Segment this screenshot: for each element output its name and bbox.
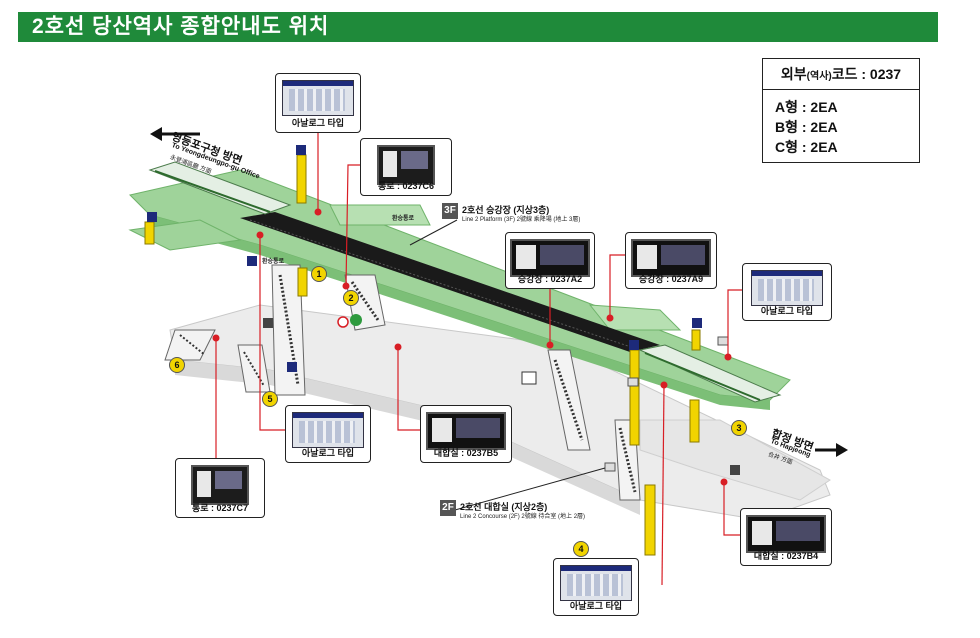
track-rail <box>249 219 641 351</box>
callout-passage-c7: 통로 : 0237C7 <box>175 458 265 518</box>
elevator-icon <box>247 256 257 266</box>
code-header-suffix: 코드 : 0237 <box>831 66 902 82</box>
exit-5-badge: 5 <box>262 391 278 407</box>
title-bar: 2호선 당산역사 종합안내도 위치 <box>18 12 938 42</box>
wide-screen-icon <box>746 515 826 553</box>
pillar <box>689 399 700 443</box>
info-icon <box>350 314 362 326</box>
kiosk-screen-icon <box>191 465 249 505</box>
floor-3f-tag: 3F <box>442 203 458 219</box>
elevator-icon <box>296 145 306 155</box>
analog-board-icon <box>282 80 354 116</box>
elevator-icon <box>287 362 297 372</box>
callout-concourse-b5: 대합실 : 0237B5 <box>420 405 512 463</box>
stairs-mid <box>547 349 591 451</box>
pillar <box>297 267 308 297</box>
exit-3-badge: 3 <box>731 420 747 436</box>
platform-wing-left <box>128 219 242 251</box>
leader-lines <box>215 133 742 586</box>
exit-4-badge: 4 <box>573 541 589 557</box>
bike-icon <box>717 336 729 346</box>
code-summary-box: 외부(역사)코드 : 0237 A형 : 2EA B형 : 2EA C형 : 2… <box>762 58 920 163</box>
platform-wing-mid <box>588 304 682 331</box>
code-header-paren: (역사) <box>806 71 832 82</box>
floor-2f-sub: Line 2 Concourse (2F) 2號線 待合室 (地上 2層) <box>460 514 586 520</box>
callout-passage-c6: 통로 : 0237C6 <box>360 138 452 196</box>
floor-2f-tag: 2F <box>440 500 456 516</box>
floor-2f-name: 2호선 대합실 (지상2층) <box>460 502 548 512</box>
analog-board-icon <box>751 270 823 306</box>
concourse-side <box>175 360 640 515</box>
page-title: 2호선 당산역사 종합안내도 위치 <box>32 15 330 38</box>
callout-label: 통로 : 0237C6 <box>377 181 435 191</box>
code-summary-header: 외부(역사)코드 : 0237 <box>763 59 919 90</box>
stairs-exit6 <box>164 329 216 361</box>
callout-label: 아날로그 타입 <box>569 601 623 611</box>
transfer-label: 환승통로 <box>262 259 285 265</box>
wide-screen-icon <box>631 239 711 277</box>
bike-icon <box>604 462 616 472</box>
concourse-wing-right <box>639 419 831 501</box>
exit-sign-icon <box>263 318 273 328</box>
platform-edge <box>150 215 770 410</box>
callout-analog-top: 아날로그 타입 <box>275 73 361 133</box>
code-header-prefix: 외부 <box>780 66 807 82</box>
callout-platform-a2: 승강장 : 0237A2 <box>505 232 595 289</box>
callout-analog-right: 아날로그 타입 <box>742 263 832 321</box>
exit-2-badge: 2 <box>343 290 359 306</box>
arrow-left-icon <box>150 127 200 141</box>
callout-label: 아날로그 타입 <box>301 448 355 458</box>
track <box>240 212 660 352</box>
train-right <box>638 344 782 403</box>
pillar <box>644 484 656 556</box>
platform-wing-top <box>329 204 431 226</box>
floor-3f-connector <box>409 219 458 246</box>
floor-3f-name: 2호선 승강장 (지상3층) <box>462 205 550 215</box>
pillar <box>296 154 307 204</box>
callout-label: 아날로그 타입 <box>291 118 345 128</box>
pillar <box>691 329 701 351</box>
callout-platform-a9: 승강장 : 0237A9 <box>625 232 717 289</box>
kiosk-screen-icon <box>377 145 435 185</box>
transfer-label: 환승통로 <box>392 216 415 222</box>
restroom-icon <box>521 371 537 385</box>
wide-screen-icon <box>510 239 590 277</box>
analog-board-icon <box>292 412 364 448</box>
callout-label: 승강장 : 0237A9 <box>638 274 704 284</box>
floor-2f-connector <box>454 467 606 511</box>
code-row-b: B형 : 2EA <box>775 119 838 135</box>
wide-screen-icon <box>426 412 506 450</box>
leader-dots <box>212 208 732 486</box>
callout-label: 대합실 : 0237B4 <box>753 551 819 561</box>
no-entry-icon <box>337 316 349 328</box>
callout-label: 아날로그 타입 <box>760 306 814 316</box>
exit-sign-icon <box>730 465 740 475</box>
exit-6-badge: 6 <box>169 357 185 373</box>
arrow-right-icon <box>815 443 848 457</box>
elevator-icon <box>147 212 157 222</box>
floor-3f-sub: Line 2 Platform (3F) 2號線 乘降場 (地上 3層) <box>462 217 581 223</box>
callout-label: 통로 : 0237C7 <box>191 503 249 513</box>
elevator-icon <box>692 318 702 328</box>
code-row-a: A형 : 2EA <box>775 99 838 115</box>
elevator-icon <box>629 340 639 350</box>
callout-analog-mid: 아날로그 타입 <box>285 405 371 463</box>
analog-board-icon <box>560 565 632 601</box>
callout-label: 승강장 : 0237A2 <box>517 274 583 284</box>
callout-concourse-b4: 대합실 : 0237B4 <box>740 508 832 566</box>
code-row-c: C형 : 2EA <box>775 139 838 155</box>
train-left <box>148 161 292 215</box>
callout-analog-bottom: 아날로그 타입 <box>553 558 639 616</box>
bike-icon <box>627 377 639 387</box>
callout-label: 대합실 : 0237B5 <box>433 448 499 458</box>
pillar <box>144 221 155 245</box>
exit-1-badge: 1 <box>311 266 327 282</box>
pillar <box>629 349 640 446</box>
